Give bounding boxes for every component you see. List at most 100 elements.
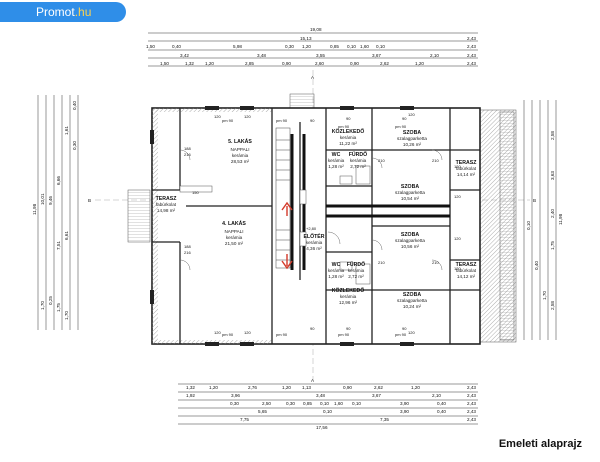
dimensions-top [148,32,478,67]
brand-name: Promot [36,5,75,19]
plan-label: NAPPALI [230,147,249,152]
plan-label: 3,67 [372,393,381,398]
plan-label: 2,50 [262,401,271,406]
plan-label: 90 [346,326,351,331]
plan-label: 3,48 [257,53,266,58]
plan-caption: Emeleti alaprajz [498,438,582,450]
plan-label: 4,36 m² [306,246,322,251]
plan-label: szalagparketta [395,190,425,195]
plan-label: 1,20 [302,44,311,49]
plan-label: 0,40 [534,261,539,270]
room-label-9: SZOBA szalagparketta 10,54 m² [395,184,425,201]
plan-label: 210 [378,158,385,163]
dim-top-row4: 3,42 3,48 3,55 3,67 2,10 2,43 [180,53,476,58]
plan-label: kerámia [306,240,323,245]
dimensions-bottom [178,383,478,425]
plan-label: 1,28 m² [328,164,344,169]
plan-label: 90 [402,116,407,121]
plan-label: 1,50 [160,61,169,66]
brand-badge[interactable]: Promot.hu [0,2,126,22]
plan-label: szalagparketta [397,298,427,303]
arrow-down-icon [281,254,293,270]
dimensions-right [523,100,557,340]
right-terrace-rail [499,111,515,341]
dim-top-2a: 15,13 [300,36,312,41]
plan-label: 1,20 [205,61,214,66]
plan-label: 2,43 [467,409,476,414]
plan-label: fabúrkolat [456,166,477,171]
plan-label: szalagparketta [397,136,427,141]
plan-label: 2,43 [467,385,476,390]
plan-label: pm 90 [222,332,234,337]
dim-left-labels: 11,98 10,01 9,46 6,66 7,51 6,61 1,61 0,3… [32,101,77,320]
plan-label: 90 [402,326,407,331]
plan-label: 2,76 [248,385,257,390]
plan-label: kerámia [350,158,367,163]
plan-label: +2,80 [306,226,317,231]
plan-label: TERASZ [456,262,478,268]
room-label-3: TERASZ fabúrkolat 14,98 m² [156,196,178,213]
plan-label: 10,54 m² [401,196,420,201]
plan-label: 188 [184,146,191,151]
top-balcony [289,93,315,109]
plan-label: 0,10 [320,401,329,406]
dimensions-left [37,95,79,330]
plan-label: 0,10 [376,44,385,49]
plan-label: 14,98 m² [157,208,176,213]
room-label-4: KÖZLEKEDŐ kerámia 11,22 m² [332,128,365,146]
dim-bottom-total: 17,56 [316,425,328,430]
plan-label: 0,10 [347,44,356,49]
plan-label: 1,75 [550,241,555,250]
dim-top-row3: 1,50 0,40 5,98 0,30 1,20 0,85 0,10 1,60 … [146,44,476,49]
plan-label: pm 90 [395,124,407,129]
plan-label: 2,58 [550,301,555,310]
plan-label: 10,24 m² [403,304,422,309]
plan-label: 0,10 [352,401,361,406]
plan-label: 1,60 [334,401,343,406]
plan-label: 210 [432,260,439,265]
plan-label: 1,20 [415,61,424,66]
plan-label: 1,92 [186,393,195,398]
plan-label: 14,14 m² [457,172,476,177]
dim-top-row5: 1,50 1,32 1,20 2,85 0,90 2,60 0,90 2,62 … [160,61,476,66]
plan-label: 10,26 m² [403,142,422,147]
plan-label: 2,43 [467,53,476,58]
plan-label: 28,53 m² [231,159,250,164]
door-labels: pm 90 pm 90 pm 90 pm 90 pm 90 pm 90 pm 9… [184,112,461,337]
plan-label: kerámia [226,235,243,240]
room-label-13: WC kerámia 1,28 m² [328,262,345,279]
plan-label: 5,98 [233,44,242,49]
plan-label: 7,51 [56,241,61,250]
room-label-12: TERASZ fabúrkolat 14,12 m² [456,262,478,279]
plan-label: KÖZLEKEDŐ [332,128,365,135]
plan-label: pm 90 [222,118,234,123]
plan-label: 188 [184,244,191,249]
plan-label: 210 [432,158,439,163]
plan-label: 120 [214,114,221,119]
plan-label: WC [332,262,341,268]
dim-top-total: 19,08 [310,27,322,32]
plan-label: pm 90 [338,332,350,337]
dim-bottom-row2: 1,92 3,96 3,48 3,67 2,10 2,43 [186,393,476,398]
plan-label: 1,32 [186,385,195,390]
left-balcony-hatch [127,189,151,243]
axis-marker-top: A [311,75,315,80]
plan-label: kerámia [348,268,365,273]
plan-label: 0,30 [286,401,295,406]
plan-label: 0,10 [323,409,332,414]
plan-label: 1,20 [282,385,291,390]
plan-label: 0,85 [330,44,339,49]
interior-walls [152,108,480,344]
plan-label: 1,70 [40,301,45,310]
plan-label: kerámia [232,153,249,158]
plan-label: 0,10 [526,221,531,230]
plan-label: 10,56 m² [401,244,420,249]
plan-label: 216 [184,152,191,157]
plan-label: 3,96 [231,393,240,398]
plan-label: 3,90 [400,409,409,414]
plan-label: 1,70 [64,311,69,320]
plan-label: ELŐTÉR [303,232,324,240]
dim-bottom-row3: 0,30 2,50 0,30 0,85 0,10 1,60 0,10 3,90 … [230,401,476,406]
plan-label: 11,98 [32,203,37,215]
dim-bottom-row1: 1,32 1,20 2,76 1,20 1,13 0,90 2,62 1,20 … [186,385,476,390]
